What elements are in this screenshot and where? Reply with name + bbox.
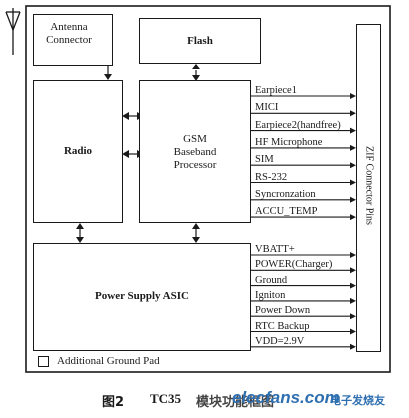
signal-arrow (350, 214, 356, 221)
signal-label: Igniton (255, 289, 286, 301)
ground-pad-legend-box (38, 356, 49, 367)
antenna-connector-label: Antenna Connector (46, 21, 92, 46)
watermark-site: elecfans.com (232, 388, 340, 407)
signal-arrow (350, 127, 356, 134)
watermark-cn: 电子发烧友 (330, 394, 385, 407)
signal-label: Power Down (255, 305, 311, 317)
signal-label: RTC Backup (255, 320, 310, 332)
signal-label: Earpiece1 (255, 85, 297, 96)
signal-arrow (350, 282, 356, 289)
caption-model: TC35 (150, 391, 182, 406)
caption-figure-number: 图2 (102, 395, 125, 410)
signal-arrow (350, 297, 356, 304)
link-radio-baseband (128, 115, 138, 155)
flash-label: Flash (187, 35, 213, 47)
link-power (79, 228, 197, 238)
flash-block: Flash (139, 18, 261, 64)
signal-label: VBATT+ (255, 244, 295, 255)
ground-pad-legend-label: Additional Ground Pad (57, 355, 160, 367)
zif-connector-label: ZIF Connector Pins (363, 146, 375, 225)
signal-label: Ground (255, 274, 288, 286)
signal-arrow (350, 267, 356, 274)
signal-arrow (350, 252, 356, 258)
signal-arrow (350, 110, 356, 117)
arrow-antenna-radio (104, 74, 112, 80)
radio-block: Radio (33, 80, 123, 223)
baseband-label: GSM Baseband Processor (173, 133, 217, 171)
module-frame (25, 5, 391, 373)
signal-label: RS-232 (255, 171, 288, 183)
caption-title: 模块功能框图 (196, 395, 275, 410)
signal-label: SIM (255, 154, 274, 166)
radio-label: Radio (63, 145, 93, 157)
signal-lines (251, 95, 350, 348)
signal-arrow (350, 343, 356, 350)
signal-arrow (350, 196, 356, 203)
antenna-icon (5, 8, 21, 55)
signal-label: MICI (255, 102, 279, 114)
signal-label: POWER(Charger) (255, 259, 333, 271)
signal-arrow (350, 179, 356, 186)
signal-arrow (350, 162, 356, 169)
power-supply-label: Power Supply ASIC (95, 290, 189, 302)
signal-label: ACCU_TEMP (255, 206, 318, 218)
signal-arrow (350, 328, 356, 335)
signal-label: HF Microphone (255, 136, 323, 148)
power-supply-block: Power Supply ASIC (33, 243, 251, 351)
signal-arrow (350, 93, 356, 99)
baseband-block: GSM Baseband Processor (139, 80, 251, 223)
signal-arrow (350, 313, 356, 320)
signal-arrow (350, 144, 356, 151)
signal-label: Syncronzation (255, 188, 316, 200)
signal-label: VDD=2.9V (255, 335, 305, 347)
signal-label: Earpiece2(handfree) (255, 119, 341, 131)
zif-connector-block: ZIF Connector Pins (356, 24, 381, 352)
antenna-connector-block: Antenna Connector (33, 14, 113, 66)
